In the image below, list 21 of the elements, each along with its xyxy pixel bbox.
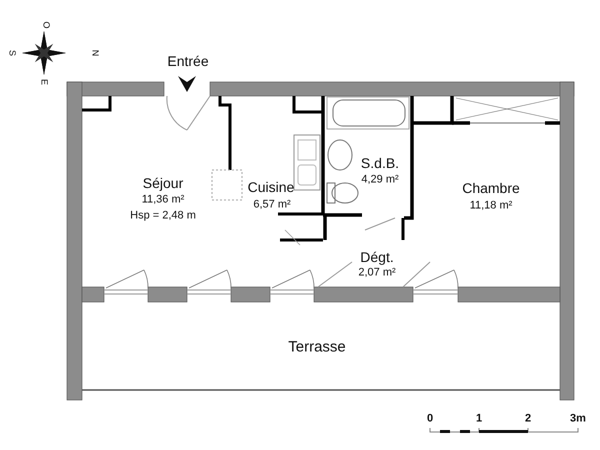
room-area: 2,07 m² bbox=[358, 268, 396, 278]
ceiling-height: Hsp = 2,48 m bbox=[130, 210, 196, 222]
compass-letter: O bbox=[42, 22, 50, 28]
compass-letter: S bbox=[8, 50, 16, 56]
room-name: Cuisine bbox=[248, 180, 294, 194]
scale-number: 2 bbox=[524, 414, 532, 424]
room-name: Séjour bbox=[142, 176, 184, 190]
scale-number: 1 bbox=[476, 414, 482, 424]
room-name: Terrasse bbox=[288, 340, 346, 354]
room-name: Dégt. bbox=[360, 250, 394, 264]
entrance-label: Entrée bbox=[167, 54, 209, 68]
compass-letter: E bbox=[40, 79, 48, 85]
scale-number: 0 bbox=[426, 414, 434, 424]
room-area: 11,18 m² bbox=[470, 200, 512, 212]
room-name: S.d.B. bbox=[360, 156, 400, 170]
room-area: 6,57 m² bbox=[253, 200, 291, 210]
room-area: 4,29 m² bbox=[361, 174, 399, 186]
compass-letter: N bbox=[90, 50, 100, 56]
scale-number: 3m bbox=[570, 414, 586, 424]
room-name: Chambre bbox=[462, 181, 520, 195]
room-area: 11,36 m² bbox=[142, 194, 184, 206]
